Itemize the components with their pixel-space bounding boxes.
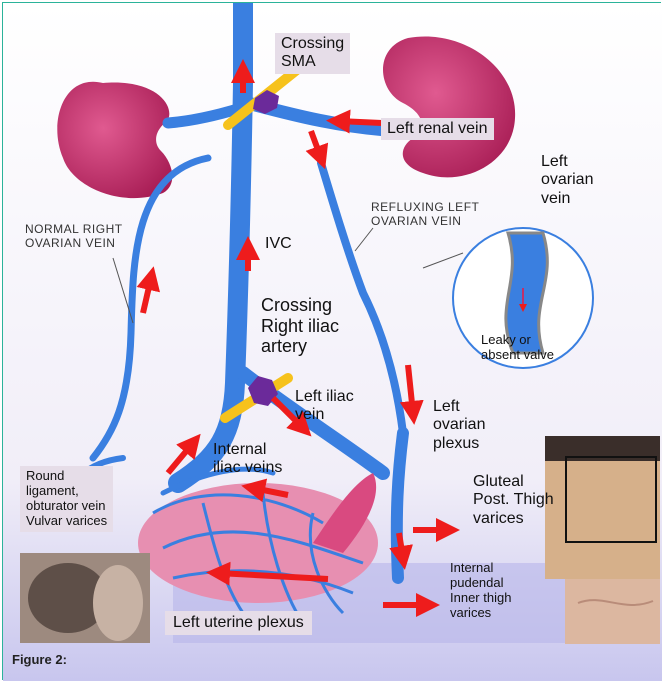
- label-left-ovarian-vein: Left ovarian vein: [541, 153, 593, 208]
- label-refluxing-left-ovarian-vein: REFLUXING LEFT OVARIAN VEIN: [371, 201, 479, 229]
- label-leaky-valve: Leaky or absent valve: [481, 333, 554, 363]
- label-crossing-sma: Crossing SMA: [275, 33, 350, 74]
- inner-thigh-varices-photo: [565, 579, 660, 644]
- label-left-iliac-vein: Left iliac vein: [295, 388, 354, 425]
- label-internal-pudendal: Internal pudendal Inner thigh varices: [450, 561, 511, 621]
- label-left-uterine-plexus: Left uterine plexus: [165, 611, 312, 635]
- figure-caption: Figure 2:: [12, 652, 67, 667]
- gluteal-varices-photo: [545, 436, 660, 579]
- label-crossing-right-iliac-artery: Crossing Right iliac artery: [261, 295, 339, 357]
- label-round-ligament: Round ligament, obturator vein Vulvar va…: [20, 466, 113, 532]
- label-gluteal-varices: Gluteal Post. Thigh varices: [473, 473, 554, 528]
- vulvar-varices-photo: [20, 553, 150, 643]
- label-normal-right-ovarian-vein: NORMAL RIGHT OVARIAN VEIN: [25, 223, 123, 251]
- label-ivc: IVC: [265, 235, 292, 253]
- arrow-pudendal-down: [399, 533, 403, 558]
- label-left-ovarian-plexus: Left ovarian plexus: [433, 398, 485, 453]
- arrow-renal: [338, 121, 383, 123]
- label-left-renal-vein: Left renal vein: [381, 118, 494, 140]
- label-internal-iliac-veins: Internal iliac veins: [213, 441, 282, 478]
